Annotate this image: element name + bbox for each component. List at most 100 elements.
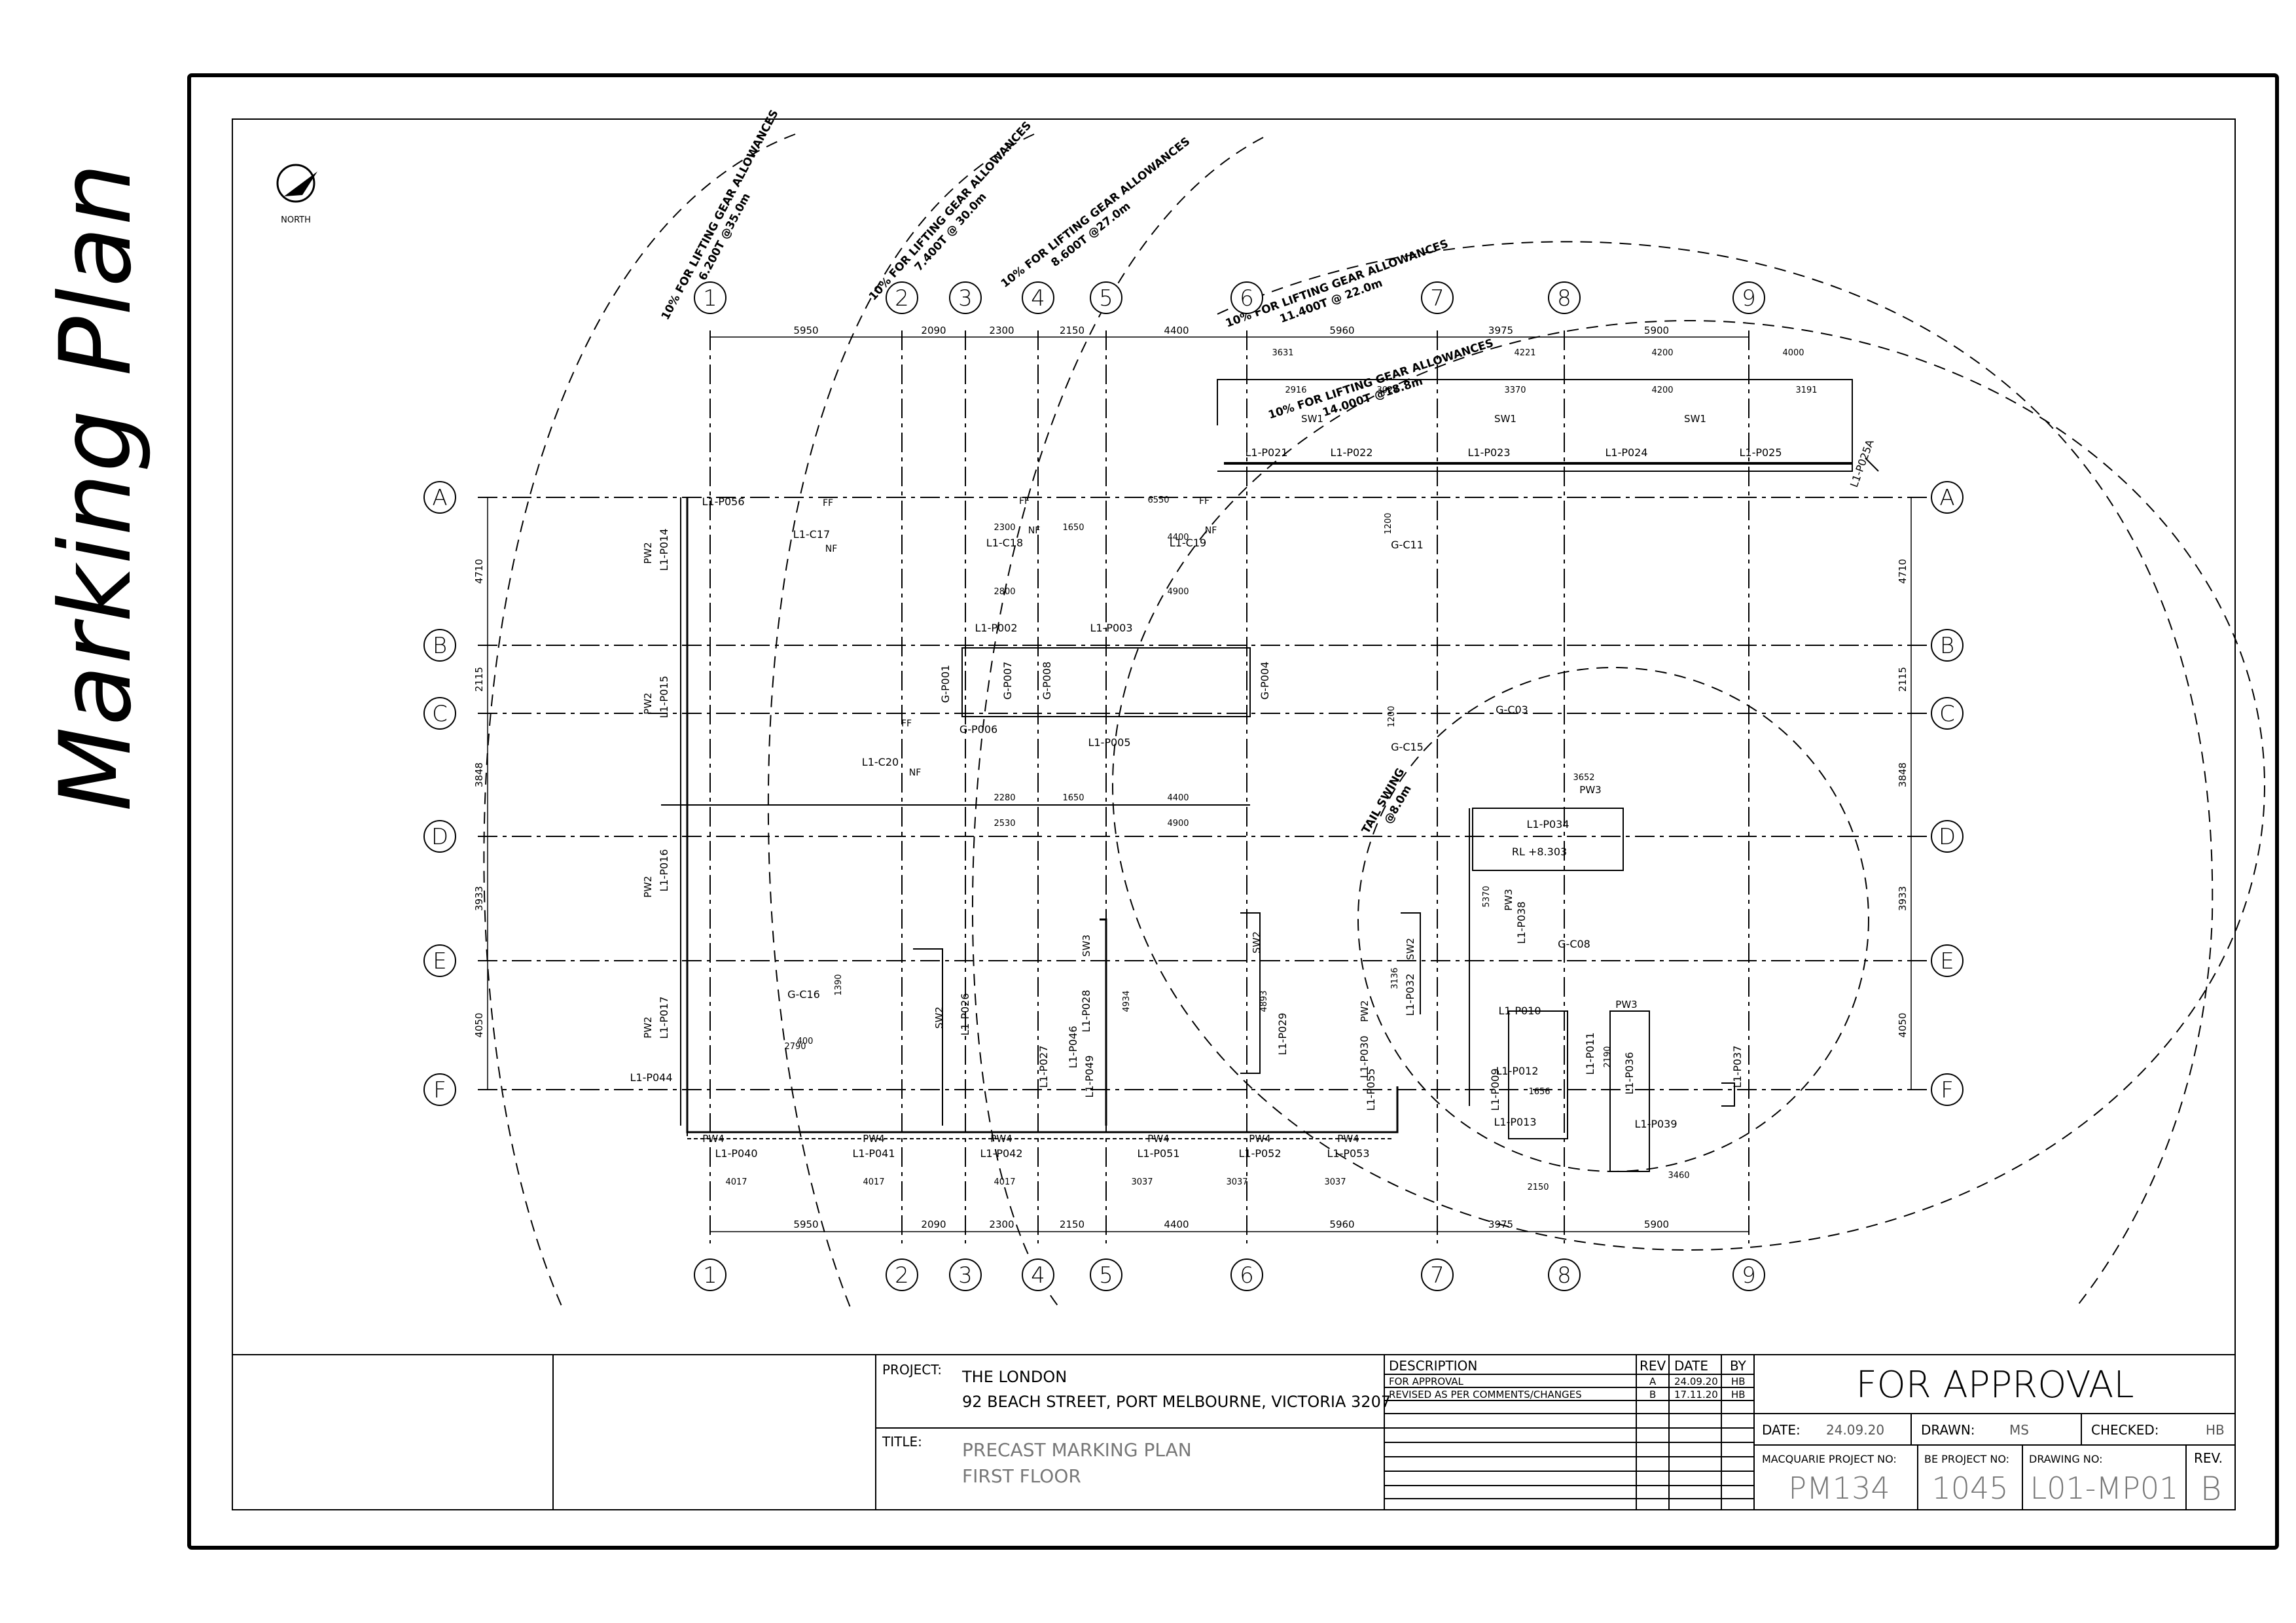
panel-label: L1-P010	[1498, 1005, 1541, 1017]
grid-label-row: D	[1939, 824, 1956, 850]
grid-label-col: 3	[958, 1262, 973, 1289]
dimension-label: 2150	[1527, 1183, 1549, 1192]
panel-label: L1-P028	[1080, 990, 1092, 1032]
dim-row-right: 4710	[1897, 559, 1909, 584]
dim-col-bottom: 3975	[1488, 1219, 1513, 1230]
dimension-label: 4400	[1167, 793, 1189, 803]
rev-b-date: 17.11.20	[1674, 1389, 1718, 1400]
rev-label: REV.	[2194, 1450, 2223, 1466]
grid-label-col: 7	[1430, 1262, 1444, 1289]
panel-label: G-C08	[1558, 938, 1590, 950]
dimension-label: 4934	[1122, 990, 1132, 1012]
dim-row-right: 3933	[1897, 886, 1909, 911]
dimension-label: 4000	[1782, 348, 1804, 358]
note-label: FF	[901, 719, 912, 729]
grid-bubble-row	[1931, 481, 1964, 514]
wall-type-label: SW1	[1301, 413, 1323, 425]
rev-header-rev: REV	[1640, 1358, 1666, 1374]
panel-label: G-P006	[960, 723, 997, 736]
crane-arc-30m	[767, 134, 1035, 1310]
grid-label-col: 2	[895, 285, 909, 312]
panel-label: L1-P022	[1330, 446, 1372, 459]
panel-label: L1-P032	[1404, 973, 1416, 1016]
grid-bubble-col	[1548, 281, 1581, 314]
wall-type-label: SW1	[1684, 413, 1706, 425]
panel-label: G-C15	[1391, 741, 1424, 753]
title-block-text: PROJECT: THE LONDON 92 BEACH STREET, POR…	[882, 1358, 2225, 1508]
dimension-label: 3037	[1324, 1177, 1346, 1187]
panel-label: L1-P023	[1467, 446, 1510, 459]
grid-bubble-col	[1732, 281, 1765, 314]
dim-col-top: 4400	[1164, 325, 1189, 336]
panel-label: G-C11	[1391, 539, 1424, 551]
dimension-label: 4900	[1167, 587, 1189, 597]
dimension-label: 5370	[1482, 885, 1492, 907]
dimension-label: 400	[797, 1037, 814, 1046]
dimension-label: 3652	[1573, 773, 1594, 783]
dimension-label: 3136	[1390, 967, 1400, 989]
wall-type-label: SW2	[1405, 938, 1416, 960]
grid-bubble-col	[886, 281, 918, 314]
rev-b-description: REVISED AS PER COMMENTS/CHANGES	[1389, 1389, 1582, 1400]
panel-label: L1-P009	[1489, 1068, 1501, 1111]
rev-a-by: HB	[1731, 1376, 1746, 1387]
checked-label: CHECKED:	[2091, 1422, 2159, 1438]
grid-label-col: 9	[1742, 285, 1756, 312]
grid-bubble-col	[1421, 1258, 1454, 1291]
panel-label: L1-P040	[715, 1147, 757, 1160]
drawing-label: DRAWING NO:	[2029, 1453, 2103, 1465]
title-line1: PRECAST MARKING PLAN	[962, 1439, 1192, 1461]
dim-col-top: 3975	[1488, 325, 1513, 336]
wall-type-label: PW2	[642, 1016, 654, 1038]
dimension-label: 3460	[1668, 1171, 1689, 1181]
grid-bubble-col	[1022, 1258, 1054, 1291]
rev-header-date: DATE	[1674, 1358, 1708, 1374]
building-outline	[661, 379, 1879, 1172]
panel-label: L1-C18	[986, 537, 1023, 549]
dimension-label: 1650	[1062, 523, 1084, 533]
dim-col-top: 5900	[1644, 325, 1669, 336]
dimension-label: 1200	[1384, 512, 1393, 534]
wall-type-label: PW4	[990, 1133, 1012, 1145]
grid-label-row: B	[1940, 633, 1954, 659]
panel-label: L1-P055	[1365, 1068, 1377, 1111]
grid-label-col: 2	[895, 1262, 909, 1289]
grid-bubble-row	[423, 481, 456, 514]
grid-bubble-col	[694, 1258, 726, 1291]
wall-type-label: PW2	[1359, 1000, 1371, 1022]
panel-label: L1-C17	[793, 528, 830, 541]
rev-a-date: 24.09.20	[1674, 1376, 1718, 1387]
project-label: PROJECT:	[882, 1362, 942, 1378]
dimension-label: 4017	[863, 1177, 884, 1187]
panel-label: G-C16	[787, 988, 820, 1001]
panel-label: L1-P056	[702, 495, 744, 508]
dimension-label: 4900	[1167, 819, 1189, 829]
dimension-label: 4221	[1514, 348, 1535, 358]
dimension-label: 6550	[1147, 495, 1169, 505]
dim-col-top: 2090	[921, 325, 946, 336]
dim-col-top: 2150	[1060, 325, 1085, 336]
grid-label-row: E	[433, 948, 446, 974]
grid-label-row: C	[1939, 701, 1955, 727]
rev-a-description: FOR APPROVAL	[1389, 1376, 1464, 1387]
dimension-label: 2300	[994, 523, 1015, 533]
dimension-label: 4400	[1167, 533, 1189, 543]
grid-bubble-row	[423, 629, 456, 662]
rev-b-rev: B	[1649, 1389, 1656, 1400]
wall-type-label: SW3	[1081, 935, 1092, 957]
dimension-label: 2190	[1603, 1046, 1613, 1067]
drawn-label: DRAWN:	[1921, 1422, 1975, 1438]
grid-label-col: 4	[1031, 1262, 1045, 1289]
dimension-label: 3631	[1272, 348, 1293, 358]
grid-label-col: 9	[1742, 1262, 1756, 1289]
project-line2: 92 BEACH STREET, PORT MELBOURNE, VICTORI…	[962, 1393, 1391, 1411]
dim-col-top: 2300	[989, 325, 1014, 336]
dim-row-right: 3848	[1897, 762, 1909, 787]
crane-arc-35m	[483, 134, 796, 1310]
drawn-value: MS	[2009, 1422, 2029, 1438]
panel-label: L1-P002	[975, 622, 1017, 634]
grid-bubble-col	[949, 1258, 982, 1291]
note-label: NF	[1028, 526, 1041, 536]
panel-label: L1-P034	[1526, 818, 1569, 830]
wall-type-label: PW4	[1337, 1133, 1359, 1145]
